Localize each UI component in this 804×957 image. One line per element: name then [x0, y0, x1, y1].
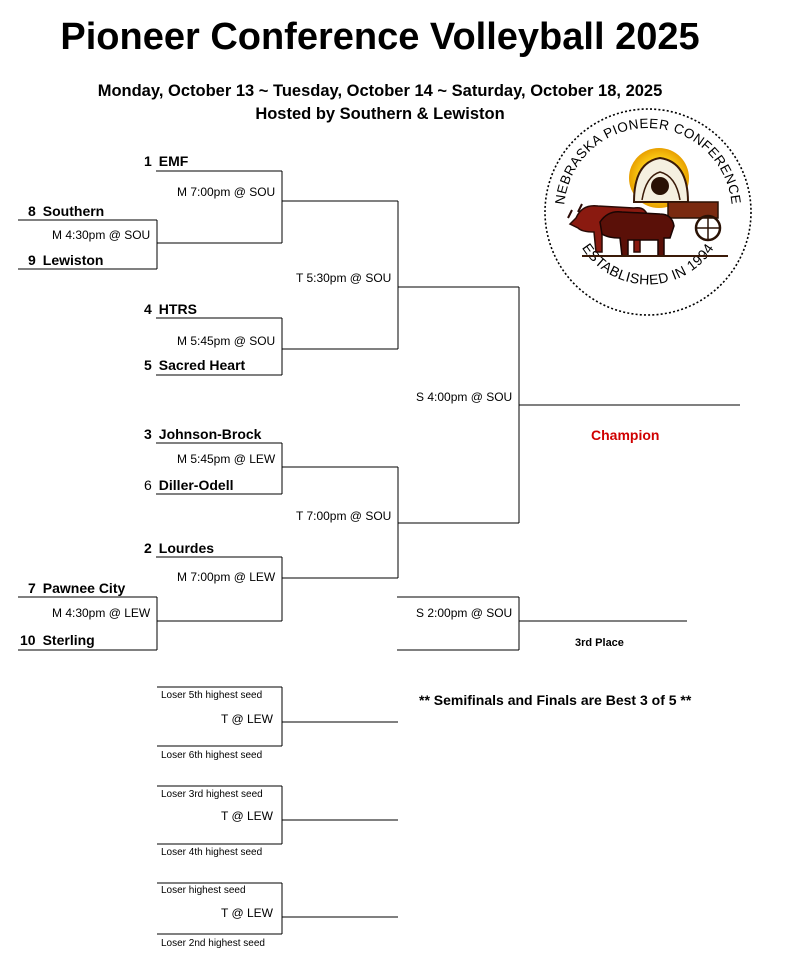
game-label: T @ LEW — [221, 712, 273, 726]
game-label: M 4:30pm @ LEW — [52, 606, 151, 620]
game-label: M 5:45pm @ LEW — [177, 452, 276, 466]
oxen-icon — [567, 203, 675, 257]
consolation-slot: Loser 6th highest seed — [161, 750, 263, 761]
game-label: M 7:00pm @ LEW — [177, 570, 276, 584]
game-label: M 5:45pm @ SOU — [177, 334, 276, 348]
wagon-bed-icon — [667, 201, 719, 219]
game-label: T 5:30pm @ SOU — [296, 271, 392, 285]
consolation-slot: Loser 2nd highest seed — [161, 938, 265, 949]
game-label: T 7:00pm @ SOU — [296, 509, 392, 523]
game-label: T @ LEW — [221, 809, 273, 823]
format-note: ** Semifinals and Finals are Best 3 of 5… — [419, 692, 692, 708]
consolation-slot: Loser 3rd highest seed — [161, 789, 263, 800]
champion-label: Champion — [591, 427, 660, 443]
host-line: Hosted by Southern & Lewiston — [255, 105, 505, 123]
game-label: S 4:00pm @ SOU — [416, 390, 513, 404]
page-title: Pioneer Conference Volleyball 2025 — [60, 16, 700, 58]
game-label: T @ LEW — [221, 906, 273, 920]
game-label: M 4:30pm @ SOU — [52, 228, 151, 242]
game-label: S 2:00pm @ SOU — [416, 606, 513, 620]
logo-ring — [544, 108, 752, 316]
consolation-slot: Loser 5th highest seed — [161, 690, 263, 701]
consolation-slot: Loser highest seed — [161, 885, 246, 896]
conference-logo: NEBRASKA PIONEER CONFERENCE ESTABLISHED … — [544, 108, 752, 316]
game-label: M 7:00pm @ SOU — [177, 185, 276, 199]
consolation-slot: Loser 4th highest seed — [161, 847, 263, 858]
tournament-dates: Monday, October 13 ~ Tuesday, October 14… — [97, 82, 663, 100]
third-place-label: 3rd Place — [575, 637, 624, 649]
